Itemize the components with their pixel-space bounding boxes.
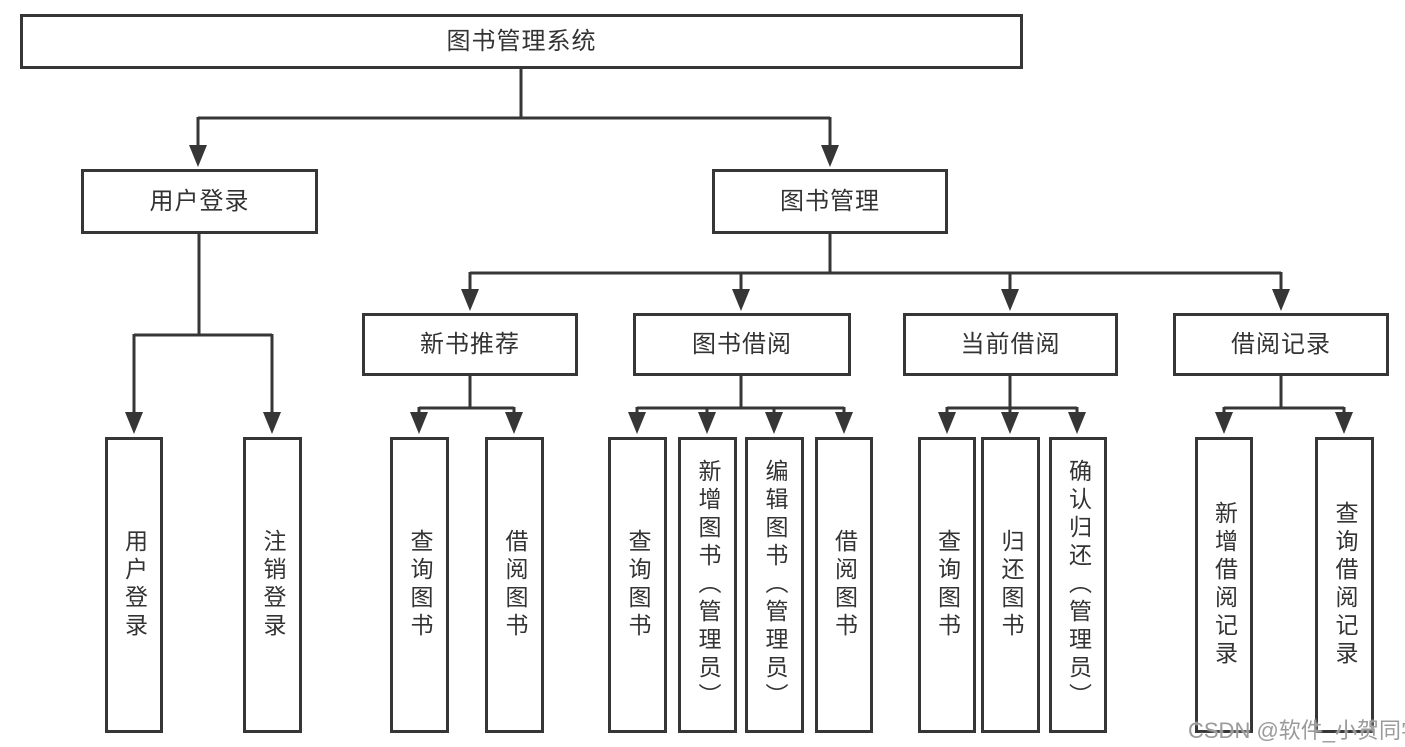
arrow-down-icon	[835, 412, 853, 434]
node-leaf-confirm-return: 确认归还（管理员）	[1049, 437, 1107, 733]
arrow-down-icon	[1001, 412, 1019, 434]
node-leaf-user-login: 用户登录	[105, 437, 163, 733]
node-leaf-query-book-1: 查询图书	[390, 437, 449, 733]
node-book-management: 图书管理	[712, 169, 948, 234]
node-current-borrow: 当前借阅	[903, 313, 1118, 376]
node-leaf-add-book: 新增图书（管理员）	[678, 437, 737, 733]
node-borrow-records: 借阅记录	[1173, 313, 1389, 376]
node-new-book-recommend: 新书推荐	[362, 313, 578, 376]
arrow-down-icon	[125, 412, 143, 434]
arrow-down-icon	[698, 412, 716, 434]
node-leaf-query-book-2: 查询图书	[608, 437, 667, 733]
node-book-borrow: 图书借阅	[633, 313, 851, 376]
arrow-down-icon	[1001, 289, 1019, 311]
arrow-down-icon	[189, 145, 207, 167]
arrow-down-icon	[628, 412, 646, 434]
watermark: CSDN @软件_小贺同学	[1188, 718, 1405, 743]
arrow-down-icon	[410, 412, 428, 434]
node-root: 图书管理系统	[20, 14, 1023, 69]
arrow-down-icon	[938, 412, 956, 434]
node-user-login: 用户登录	[81, 169, 318, 234]
arrow-down-icon	[821, 145, 839, 167]
node-leaf-return-book: 归还图书	[981, 437, 1040, 733]
node-leaf-edit-book: 编辑图书（管理员）	[745, 437, 804, 733]
node-leaf-borrow-book-1: 借阅图书	[485, 437, 544, 733]
arrow-down-icon	[1335, 412, 1353, 434]
node-leaf-query-record: 查询借阅记录	[1315, 437, 1374, 733]
arrow-down-icon	[1068, 412, 1086, 434]
arrow-down-icon	[461, 289, 479, 311]
node-leaf-borrow-book-2: 借阅图书	[815, 437, 873, 733]
node-leaf-logout: 注销登录	[243, 437, 302, 733]
node-leaf-query-book-3: 查询图书	[918, 437, 976, 733]
arrow-down-icon	[505, 412, 523, 434]
arrow-down-icon	[1215, 412, 1233, 434]
arrow-down-icon	[1272, 289, 1290, 311]
node-leaf-add-record: 新增借阅记录	[1195, 437, 1253, 733]
arrow-down-icon	[732, 289, 750, 311]
arrow-down-icon	[263, 412, 281, 434]
arrow-down-icon	[765, 412, 783, 434]
